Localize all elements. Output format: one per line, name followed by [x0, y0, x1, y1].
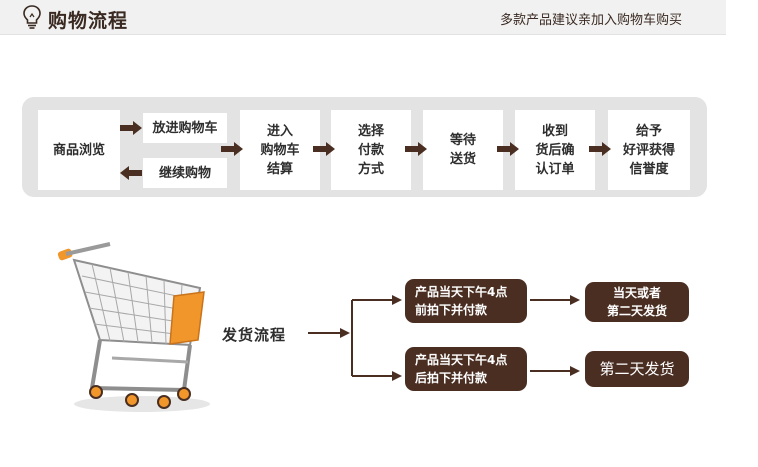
step-confirm-order: 收到 货后确 认订单: [515, 110, 595, 190]
result-next-day: 第二天发货: [585, 351, 689, 387]
condition-after-4pm: 产品当天下午4点 后拍下并付款: [405, 347, 527, 391]
arrow-right-icon: [497, 142, 519, 156]
result-same-or-next-day: 当天或者 第二天发货: [585, 282, 689, 322]
arrow-right-icon: [405, 142, 427, 156]
arrow-right-icon: [221, 142, 243, 156]
step-wait-delivery: 等待 送货: [423, 110, 503, 190]
arrow-right-icon: [589, 142, 611, 156]
condition-before-4pm: 产品当天下午4点 前拍下并付款: [405, 279, 527, 323]
header-bar: 购物流程 多款产品建议亲加入购物车购买: [0, 0, 726, 35]
step-add-cart: 放进购物车: [143, 113, 227, 143]
arrow-right-icon: [313, 142, 335, 156]
step-payment: 选择 付款 方式: [331, 110, 411, 190]
page-title: 购物流程: [48, 10, 129, 32]
shipping-flow-label: 发货流程: [222, 326, 287, 344]
shopping-cart-icon: [57, 242, 210, 412]
step-continue-shopping: 继续购物: [143, 158, 227, 188]
arrow-right-icon: [120, 121, 142, 135]
step-checkout: 进入 购物车 结算: [240, 110, 320, 190]
step-review: 给予 好评获得 信誉度: [608, 110, 690, 190]
header-slogan: 多款产品建议亲加入购物车购买: [499, 13, 682, 28]
step-browse: 商品浏览: [38, 110, 120, 190]
lightbulb-icon: [23, 5, 41, 29]
arrow-left-icon: [120, 166, 142, 180]
